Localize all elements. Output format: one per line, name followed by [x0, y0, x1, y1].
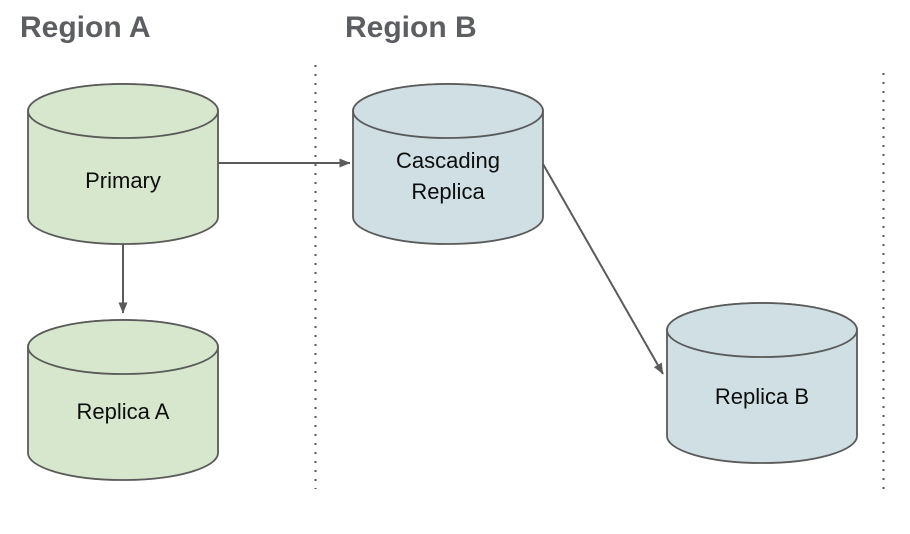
- db-node-replica-b: [666, 302, 858, 464]
- cylinder-top: [27, 319, 219, 375]
- db-node-primary: [27, 83, 219, 245]
- cylinder-top: [352, 83, 544, 139]
- node-label-replica-a: Replica A: [76, 398, 170, 424]
- cylinder-top: [27, 83, 219, 139]
- cylinder-top: [666, 302, 858, 358]
- node-label-cascading-replica: Cascading Replica: [396, 148, 500, 204]
- region-b-label: Region B: [345, 11, 477, 44]
- node-label-primary: Primary: [85, 167, 161, 193]
- db-node-cascading-replica: [352, 83, 544, 245]
- node-label-replica-b: Replica B: [714, 383, 810, 409]
- edge-cascading-replica-to-replica-b: [542, 163, 664, 375]
- db-node-replica-a: [27, 319, 219, 481]
- region-a-label: Region A: [20, 11, 151, 44]
